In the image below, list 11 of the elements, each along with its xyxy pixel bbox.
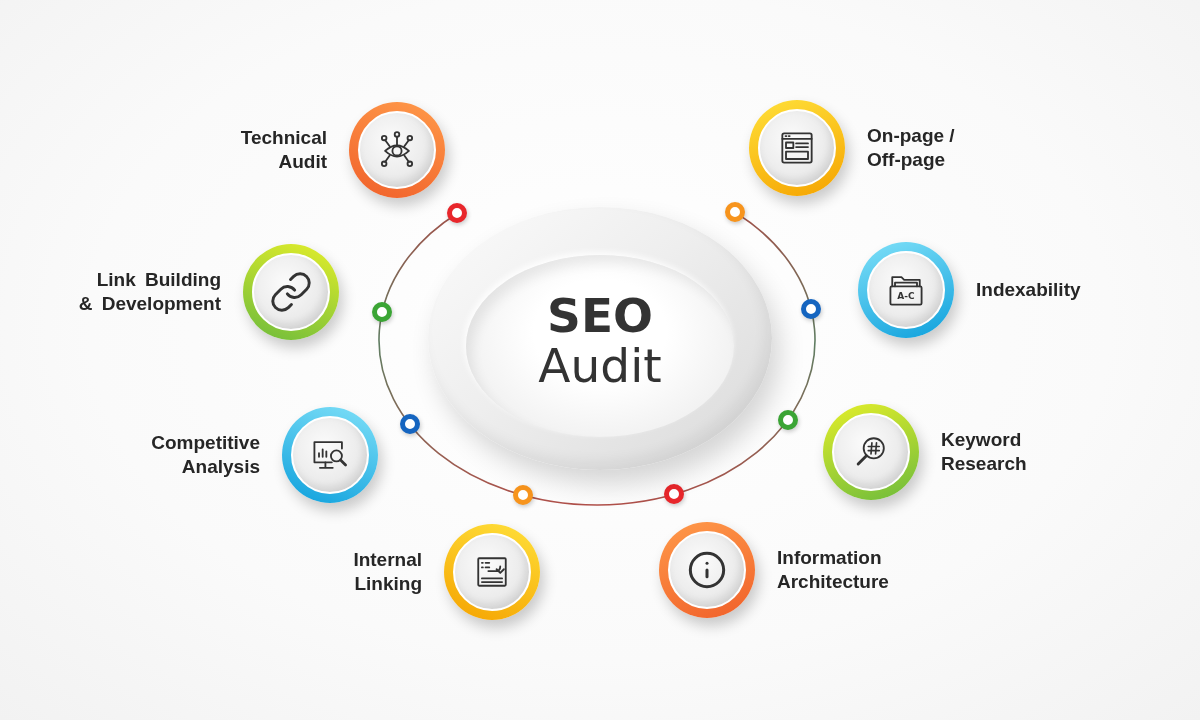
topic-label: Technical Audit <box>239 126 327 174</box>
folder-label: A-C <box>897 291 915 301</box>
center-heading: SEO <box>547 291 653 341</box>
center-subheading: Audit <box>538 341 662 391</box>
topic-label: Information Architecture <box>777 546 890 594</box>
topic-label: Indexability <box>976 278 1082 302</box>
topic-label: Internal Linking <box>352 548 422 596</box>
topic-label: Link Building & Development <box>77 268 221 316</box>
topic-label: On-page / Off-page <box>867 124 956 172</box>
topic-label: Competitive Analysis <box>150 431 260 479</box>
topic-label: Keyword Research <box>941 428 1028 476</box>
